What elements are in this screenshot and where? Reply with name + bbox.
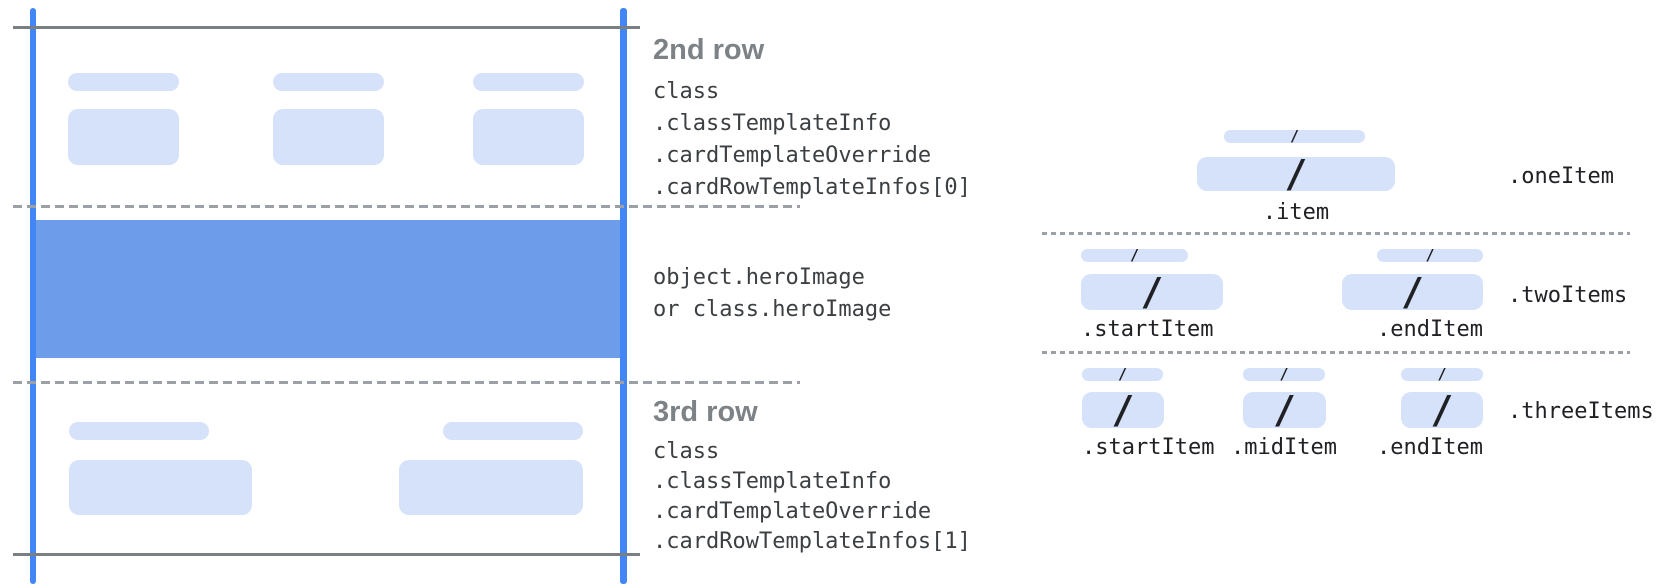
item-box: /: [1082, 388, 1164, 432]
row3-code-line: .cardRowTemplateInfos[1]: [653, 529, 971, 554]
slash-glyph: /: [1273, 388, 1296, 432]
template-label-one-item: .oneItem: [1508, 164, 1614, 189]
row2-code-line: class: [653, 79, 720, 104]
guide-line-left: [30, 8, 36, 584]
hero-code-line: or class.heroImage: [653, 297, 892, 322]
slash-glyph: /: [1425, 246, 1435, 264]
item-bar: /: [1081, 246, 1188, 264]
slash-glyph: /: [1129, 246, 1140, 264]
placeholder-bar: [443, 422, 583, 440]
placeholder-bar: [68, 73, 179, 91]
placeholder-block: [399, 460, 583, 515]
slash-glyph: /: [1284, 152, 1308, 196]
row3-code-line: .cardTemplateOverride: [653, 499, 932, 524]
row2-code-line: .cardTemplateOverride: [653, 143, 932, 168]
placeholder-bar: [69, 422, 209, 440]
row2-code-line: .cardRowTemplateInfos[0]: [653, 175, 971, 200]
card-top-border: [13, 26, 640, 29]
placeholder-block: [68, 109, 179, 165]
row-divider-dashed: [13, 205, 800, 208]
template-label-three-items: .threeItems: [1508, 399, 1654, 424]
item-bar: /: [1401, 365, 1483, 383]
slash-glyph: /: [1117, 365, 1128, 383]
row-divider-dashed: [13, 381, 800, 384]
row3-code-line: .classTemplateInfo: [653, 469, 892, 494]
placeholder-bar: [273, 73, 384, 91]
item-box: /: [1081, 270, 1223, 314]
hero-code-line: object.heroImage: [653, 265, 865, 290]
item-bar: /: [1224, 127, 1365, 145]
slash-glyph: /: [1279, 365, 1289, 383]
placeholder-block: [473, 109, 584, 165]
item-box: /: [1342, 270, 1483, 314]
slash-glyph: /: [1289, 127, 1300, 145]
row3-heading: 3rd row: [653, 396, 758, 428]
slash-glyph: /: [1140, 270, 1164, 314]
item-bar: /: [1377, 246, 1483, 264]
item-bar: /: [1243, 365, 1325, 383]
item-label: .item: [1262, 200, 1330, 225]
template-label-two-items: .twoItems: [1508, 283, 1628, 308]
item-box: /: [1401, 388, 1483, 432]
template-divider-dashed: [1042, 351, 1630, 354]
item-label: .midItem: [1231, 435, 1337, 460]
item-box: /: [1243, 388, 1326, 432]
item-bar: /: [1082, 365, 1163, 383]
item-label: .startItem: [1081, 317, 1214, 342]
template-divider-dashed: [1042, 232, 1630, 235]
slash-glyph: /: [1430, 388, 1454, 432]
card-bottom-border: [13, 553, 640, 556]
row3-code-line: class: [653, 439, 720, 464]
placeholder-block: [69, 460, 252, 515]
item-label: .startItem: [1082, 435, 1215, 460]
slash-glyph: /: [1401, 270, 1424, 314]
row2-code-line: .classTemplateInfo: [653, 111, 892, 136]
guide-line-right: [620, 8, 627, 584]
item-label: .endItem: [1377, 317, 1483, 342]
slash-glyph: /: [1437, 365, 1447, 383]
placeholder-block: [273, 109, 384, 165]
row2-heading: 2nd row: [653, 34, 765, 66]
item-box: /: [1197, 152, 1395, 196]
placeholder-bar: [473, 73, 584, 91]
slash-glyph: /: [1111, 388, 1135, 432]
hero-image-band: [36, 220, 620, 358]
item-label: .endItem: [1377, 435, 1483, 460]
